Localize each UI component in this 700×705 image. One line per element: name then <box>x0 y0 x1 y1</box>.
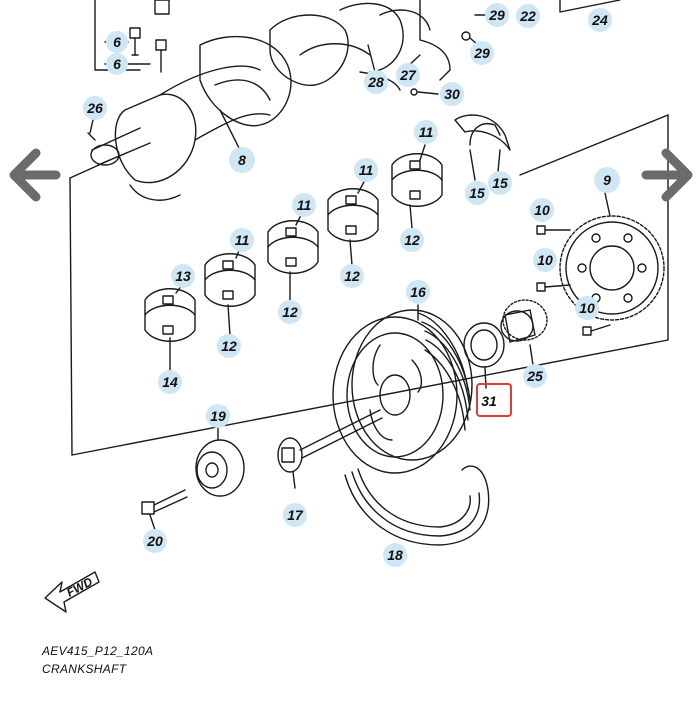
callout-25: 25 <box>523 364 547 388</box>
svg-text:11: 11 <box>235 232 250 248</box>
svg-text:29: 29 <box>473 45 490 61</box>
idler-pulley-19 <box>195 427 245 497</box>
svg-text:11: 11 <box>297 197 312 213</box>
crank-pulley-16 <box>332 304 473 474</box>
callout-10a: 10 <box>530 198 554 222</box>
callout-11a: 11 <box>414 120 438 144</box>
svg-text:31: 31 <box>481 393 497 409</box>
sprocket-25 <box>500 299 548 366</box>
callout-10c: 10 <box>575 296 599 320</box>
svg-text:29: 29 <box>488 7 505 23</box>
frame-lines <box>69 0 669 456</box>
callout-12d: 12 <box>217 334 241 358</box>
callout-8: 8 <box>229 147 255 173</box>
drive-belt-18 <box>344 465 490 556</box>
svg-text:8: 8 <box>238 152 246 168</box>
callout-6b: 6 <box>106 53 128 75</box>
callout-15a: 15 <box>465 181 489 205</box>
diagram-name: CRANKSHAFT <box>42 662 127 676</box>
callout-12c: 12 <box>278 300 302 324</box>
callout-20: 20 <box>143 529 167 553</box>
callout-17: 17 <box>283 503 307 527</box>
callout-11d: 11 <box>230 228 254 252</box>
svg-text:11: 11 <box>359 162 374 178</box>
svg-text:14: 14 <box>162 374 178 390</box>
svg-text:10: 10 <box>537 252 553 268</box>
crankshaft-part <box>87 0 451 201</box>
callout-10b: 10 <box>533 248 557 272</box>
svg-text:9: 9 <box>603 172 611 188</box>
callout-13: 13 <box>171 264 195 288</box>
bolt-10-c <box>582 324 611 336</box>
svg-text:6: 6 <box>113 56 121 72</box>
svg-text:30: 30 <box>444 86 460 102</box>
svg-text:10: 10 <box>579 300 595 316</box>
callout-31: 31 <box>481 393 497 409</box>
callout-29a: 29 <box>485 3 509 27</box>
svg-text:17: 17 <box>287 507 304 523</box>
pulley-bolt-17 <box>277 409 383 489</box>
callout-11c: 11 <box>292 193 316 217</box>
callout-22: 22 <box>516 4 540 28</box>
svg-text:11: 11 <box>419 124 434 140</box>
callout-29b: 29 <box>470 41 494 65</box>
bolt-20 <box>141 489 188 531</box>
svg-text:15: 15 <box>469 185 485 201</box>
diagram-code: AEV415_P12_120A <box>42 644 154 658</box>
svg-text:6: 6 <box>113 34 121 50</box>
chevron-left-icon[interactable] <box>6 145 62 205</box>
svg-text:24: 24 <box>591 12 608 28</box>
callout-15b: 15 <box>488 171 512 195</box>
svg-text:28: 28 <box>367 74 384 90</box>
svg-text:26: 26 <box>86 100 103 116</box>
svg-text:12: 12 <box>344 268 360 284</box>
callout-11b: 11 <box>354 158 378 182</box>
bearing-shells <box>144 153 443 342</box>
callout-9: 9 <box>594 167 620 193</box>
callout-14: 14 <box>158 370 182 394</box>
svg-text:15: 15 <box>492 175 508 191</box>
svg-text:18: 18 <box>387 547 403 563</box>
svg-text:12: 12 <box>282 304 298 320</box>
callout-12a: 12 <box>400 228 424 252</box>
callout-26: 26 <box>83 96 107 120</box>
thrust-washer-15 <box>454 114 511 181</box>
callout-30: 30 <box>440 82 464 106</box>
svg-text:22: 22 <box>519 8 536 24</box>
svg-text:20: 20 <box>146 533 163 549</box>
svg-text:25: 25 <box>526 368 543 384</box>
bolt-10-a <box>536 225 571 235</box>
svg-text:10: 10 <box>534 202 550 218</box>
svg-text:12: 12 <box>404 232 420 248</box>
callout-19: 19 <box>206 404 230 428</box>
bolt-10-b <box>536 282 571 292</box>
callout-16: 16 <box>406 280 430 304</box>
callout-6a: 6 <box>106 31 128 53</box>
callout-12b: 12 <box>340 264 364 288</box>
svg-text:16: 16 <box>410 284 426 300</box>
highlight-box <box>476 383 512 417</box>
fwd-arrow <box>44 571 100 613</box>
callout-27: 27 <box>396 63 420 87</box>
chevron-right-icon[interactable] <box>640 145 696 205</box>
svg-text:19: 19 <box>210 408 226 424</box>
svg-text:13: 13 <box>175 268 191 284</box>
bolt-6-lower <box>154 0 170 73</box>
callout-18: 18 <box>383 543 407 567</box>
signal-plate-9 <box>559 192 665 321</box>
callout-28: 28 <box>364 70 388 94</box>
svg-text:27: 27 <box>399 67 417 83</box>
bolt-6-upper <box>129 27 141 56</box>
callout-24: 24 <box>588 8 612 32</box>
svg-text:12: 12 <box>221 338 237 354</box>
